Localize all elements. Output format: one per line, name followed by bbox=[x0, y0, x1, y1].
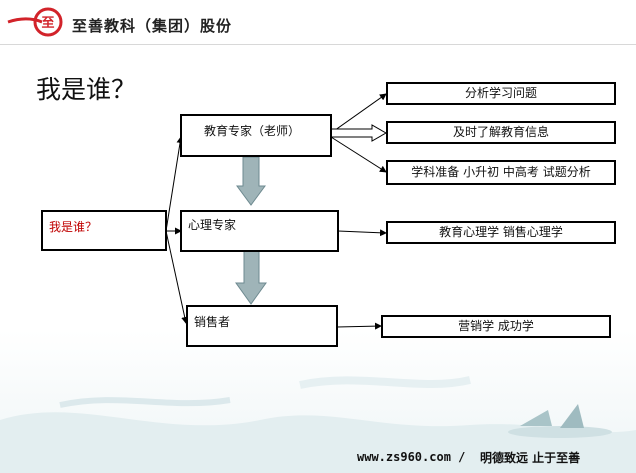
connector-teacher-out2 bbox=[330, 124, 388, 142]
connector-root-teacher bbox=[165, 136, 184, 232]
output-psychology: 教育心理学 销售心理学 bbox=[386, 221, 616, 244]
company-logo: 至 bbox=[7, 7, 63, 37]
output-education-news: 及时了解教育信息 bbox=[386, 121, 616, 144]
role-salesperson: 销售者 bbox=[186, 305, 338, 347]
connector-psych-out bbox=[337, 229, 387, 237]
footer-slogan: 明德致远 止于至善 bbox=[480, 451, 581, 465]
footer-url: www.zs960.com / bbox=[357, 450, 466, 464]
role-salesperson-label: 销售者 bbox=[194, 315, 231, 329]
flow-arrow-down-1 bbox=[236, 156, 266, 206]
output-analyze-learning: 分析学习问题 bbox=[386, 82, 616, 105]
slide-title: 我是谁？ bbox=[36, 75, 137, 104]
output-exam-prep-text: 学科准备 小升初 中高考 试题分析 bbox=[411, 165, 591, 179]
connector-root-sales bbox=[165, 230, 189, 324]
connector-teacher-out1 bbox=[330, 93, 387, 134]
logo-glyph: 至 bbox=[41, 16, 54, 31]
role-teacher: 教育专家（老师） bbox=[180, 114, 332, 157]
output-marketing: 营销学 成功学 bbox=[381, 315, 611, 338]
company-name: 至善教科（集团）股份 bbox=[72, 17, 233, 35]
role-teacher-label: 教育专家（老师） bbox=[204, 124, 301, 138]
header-divider bbox=[0, 44, 636, 45]
output-psychology-text: 教育心理学 销售心理学 bbox=[439, 225, 563, 239]
connector-sales-out bbox=[336, 322, 382, 330]
flow-arrow-down-2 bbox=[235, 250, 267, 305]
root-label: 我是谁？ bbox=[49, 220, 98, 234]
output-marketing-text: 营销学 成功学 bbox=[458, 319, 534, 333]
connector-teacher-out3 bbox=[330, 136, 387, 173]
role-psychologist-label: 心理专家 bbox=[188, 218, 237, 232]
output-education-news-text: 及时了解教育信息 bbox=[452, 125, 549, 139]
output-exam-prep: 学科准备 小升初 中高考 试题分析 bbox=[386, 160, 616, 185]
output-analyze-learning-text: 分析学习问题 bbox=[464, 86, 537, 100]
role-psychologist: 心理专家 bbox=[180, 210, 339, 252]
root-box: 我是谁？ bbox=[41, 210, 167, 251]
